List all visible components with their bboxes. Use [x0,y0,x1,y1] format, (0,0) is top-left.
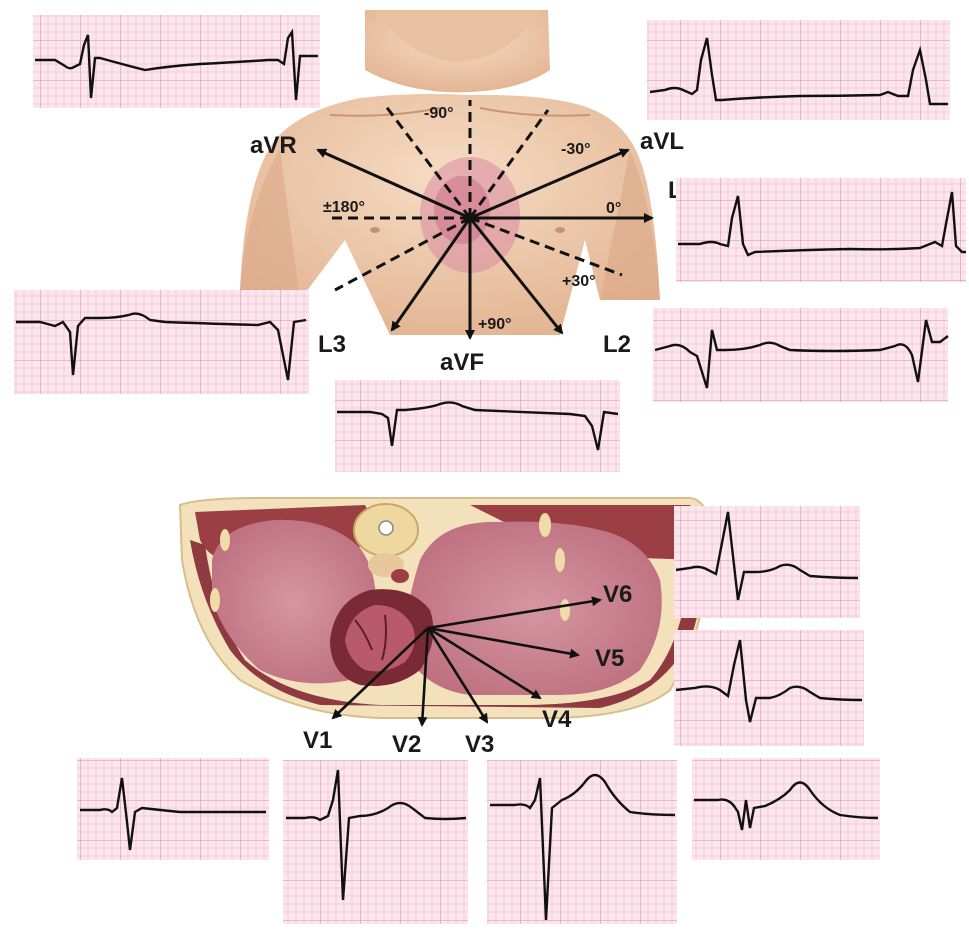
ecg-strip-l3 [14,290,309,394]
thorax-cross-section [180,498,708,718]
ecg-strip-avf [335,380,620,472]
angle-minus90: -90° [424,105,454,122]
label-l2: L2 [603,331,631,358]
ecg-strip-avl [647,20,950,120]
label-avf: aVF [440,349,484,376]
angle-zero: 0° [606,200,621,217]
label-avl: aVL [640,128,684,155]
ecg-strip-v3 [487,760,677,924]
ecg-strip-l1 [676,178,966,282]
label-v1: V1 [303,727,332,754]
angle-minus30: -30° [561,141,591,158]
label-avr: aVR [250,132,297,159]
ecg-strip-v2 [283,760,468,924]
ecg-strip-v6 [674,506,860,618]
ecg-strip-l2 [653,308,948,402]
label-v4: V4 [542,706,572,733]
label-l3: L3 [318,331,346,358]
label-v2: V2 [392,731,421,758]
label-v5: V5 [595,645,624,672]
label-v3: V3 [465,731,494,758]
angle-pm180: ±180° [323,199,365,216]
label-v6: V6 [603,581,632,608]
ecg-strip-v5 [674,630,864,746]
angle-plus90: +90° [478,316,512,333]
ecg-strip-v1 [77,758,269,860]
ecg-strip-v4 [692,758,880,860]
angle-plus30: +30° [562,273,596,290]
ecg-strip-avr [33,15,320,108]
